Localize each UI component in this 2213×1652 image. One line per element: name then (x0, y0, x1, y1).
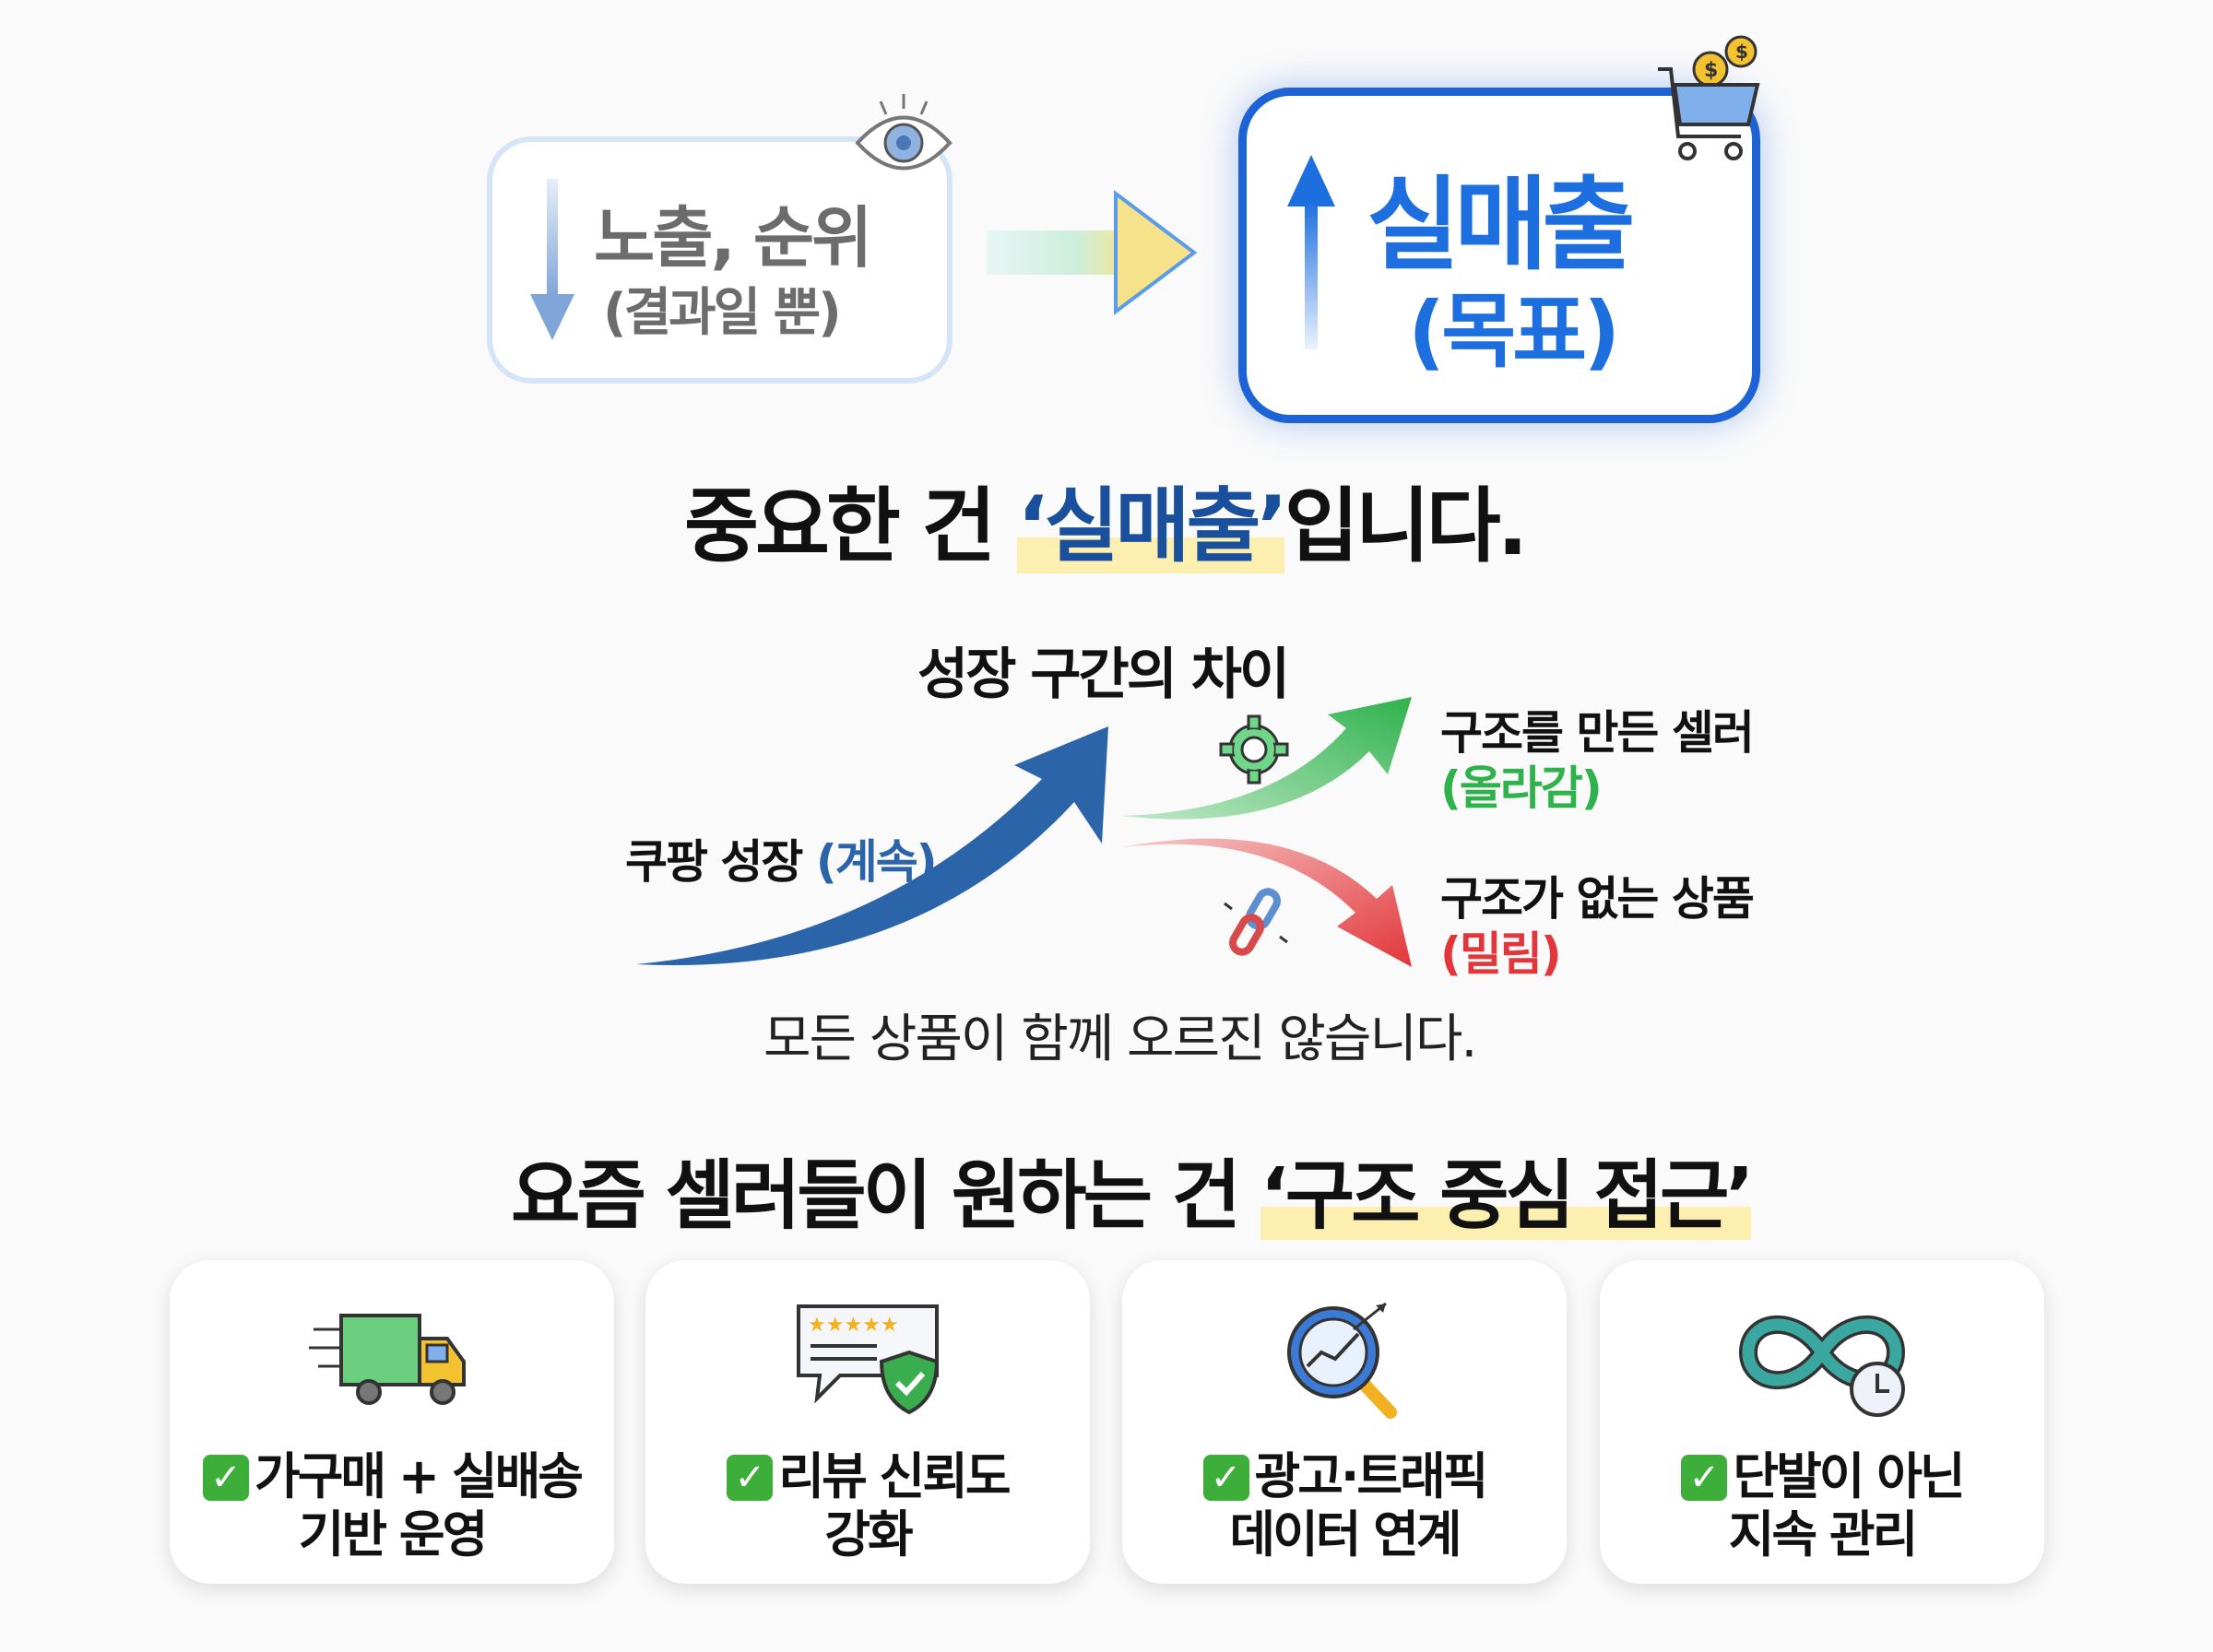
exposure-rank-sub: (결과일 뿐) (603, 283, 842, 343)
headline2-prefix: 요즘 셀러들이 원하는 건 (511, 1152, 1260, 1240)
shopping-cart-coins-icon: $ $ (1658, 35, 1760, 160)
coupang-growth-label: 쿠팡 성장 (계속) (625, 825, 938, 891)
card-line2: 기반 운영 (298, 1505, 489, 1564)
checkmark-icon: ✓ (1202, 1455, 1249, 1501)
checkmark-icon: ✓ (1681, 1455, 1728, 1501)
rising-label: (올라감) (1440, 761, 1603, 815)
transition-arrow-icon (987, 189, 1198, 316)
truck-icon (309, 1314, 466, 1405)
card-line1: ✓광고·트래픽 (1122, 1435, 1567, 1508)
svg-text:$: $ (1735, 41, 1748, 63)
card-line2: 데이터 연계 (1229, 1505, 1462, 1564)
gear-icon (1219, 714, 1289, 785)
goal-text: (목표) (1408, 284, 1620, 379)
broken-chain-icon (1224, 888, 1288, 956)
exposure-rank-box: 노출, 순위 (결과일 뿐) (487, 136, 953, 384)
unstructured-product-label: 구조가 없는 상품 (1440, 872, 1755, 926)
card-line2: 강화 (824, 1505, 913, 1564)
headline-structure: 요즘 셀러들이 원하는 건 ‘구조 중심 접근’ (511, 1134, 1755, 1244)
arrow-down-icon (530, 179, 574, 340)
structured-seller-label: 구조를 만든 셀러 (1440, 706, 1755, 760)
card-ad-traffic: ✓광고·트래픽 데이터 연계 (1122, 1260, 1567, 1584)
card-title: 광고·트래픽 (1254, 1447, 1489, 1505)
real-sales-text: 실매출 (1367, 166, 1636, 284)
exposure-rank-text: 노출, 순위 (594, 199, 872, 277)
arrow-up-icon (1287, 155, 1335, 349)
card-line1: ✓단발이 아닌 (1600, 1435, 2044, 1508)
down-arrow-red (1122, 838, 1412, 967)
growth-title: 성장 구간의 차이 (917, 643, 1290, 707)
card-line1: ✓가구매 + 실배송 (170, 1435, 614, 1508)
coupang-growth-text: 쿠팡 성장 (625, 835, 803, 889)
main-growth-arrow (636, 726, 1108, 965)
checkmark-icon: ✓ (727, 1455, 774, 1501)
pushed-back-label: (밀림) (1440, 927, 1562, 981)
headline1-prefix: 중요한 건 (684, 478, 1018, 573)
up-arrow-green (1122, 697, 1412, 820)
card-title: 단발이 아닌 (1733, 1447, 1965, 1505)
review-shield-icon: ★★★★★ (797, 1304, 940, 1415)
card-review-trust: ★★★★★ ✓리뷰 신뢰도 강화 (645, 1260, 1090, 1584)
card-title: 리뷰 신뢰도 (778, 1447, 1011, 1505)
card-title: 가구매 + 실배송 (254, 1447, 584, 1505)
magnifier-chart-icon (1287, 1302, 1397, 1419)
growth-caption: 모든 상품이 함께 오르진 않습니다. (763, 1009, 1477, 1069)
card-real-delivery: ✓가구매 + 실배송 기반 운영 (170, 1260, 614, 1584)
checkmark-icon: ✓ (203, 1455, 250, 1501)
infinity-clock-icon (1739, 1316, 1905, 1417)
headline1-highlight: ‘실매출’ (1017, 478, 1288, 573)
coupang-growth-paren: (계속) (815, 835, 938, 889)
headline-real-sales: 중요한 건 ‘실매출’입니다. (684, 461, 1528, 578)
headline1-suffix: 입니다. (1284, 478, 1528, 573)
real-sales-box: 실매출 (목표) (1238, 88, 1760, 423)
svg-text:★★★★★: ★★★★★ (808, 1314, 899, 1337)
card-line1: ✓리뷰 신뢰도 (645, 1435, 1090, 1508)
card-continuous-management: ✓단발이 아닌 지속 관리 (1600, 1260, 2044, 1584)
card-line2: 지속 관리 (1728, 1505, 1919, 1564)
svg-text:$: $ (1704, 59, 1718, 82)
headline2-highlight: ‘구조 중심 접근’ (1260, 1152, 1755, 1240)
eye-icon (855, 94, 953, 171)
